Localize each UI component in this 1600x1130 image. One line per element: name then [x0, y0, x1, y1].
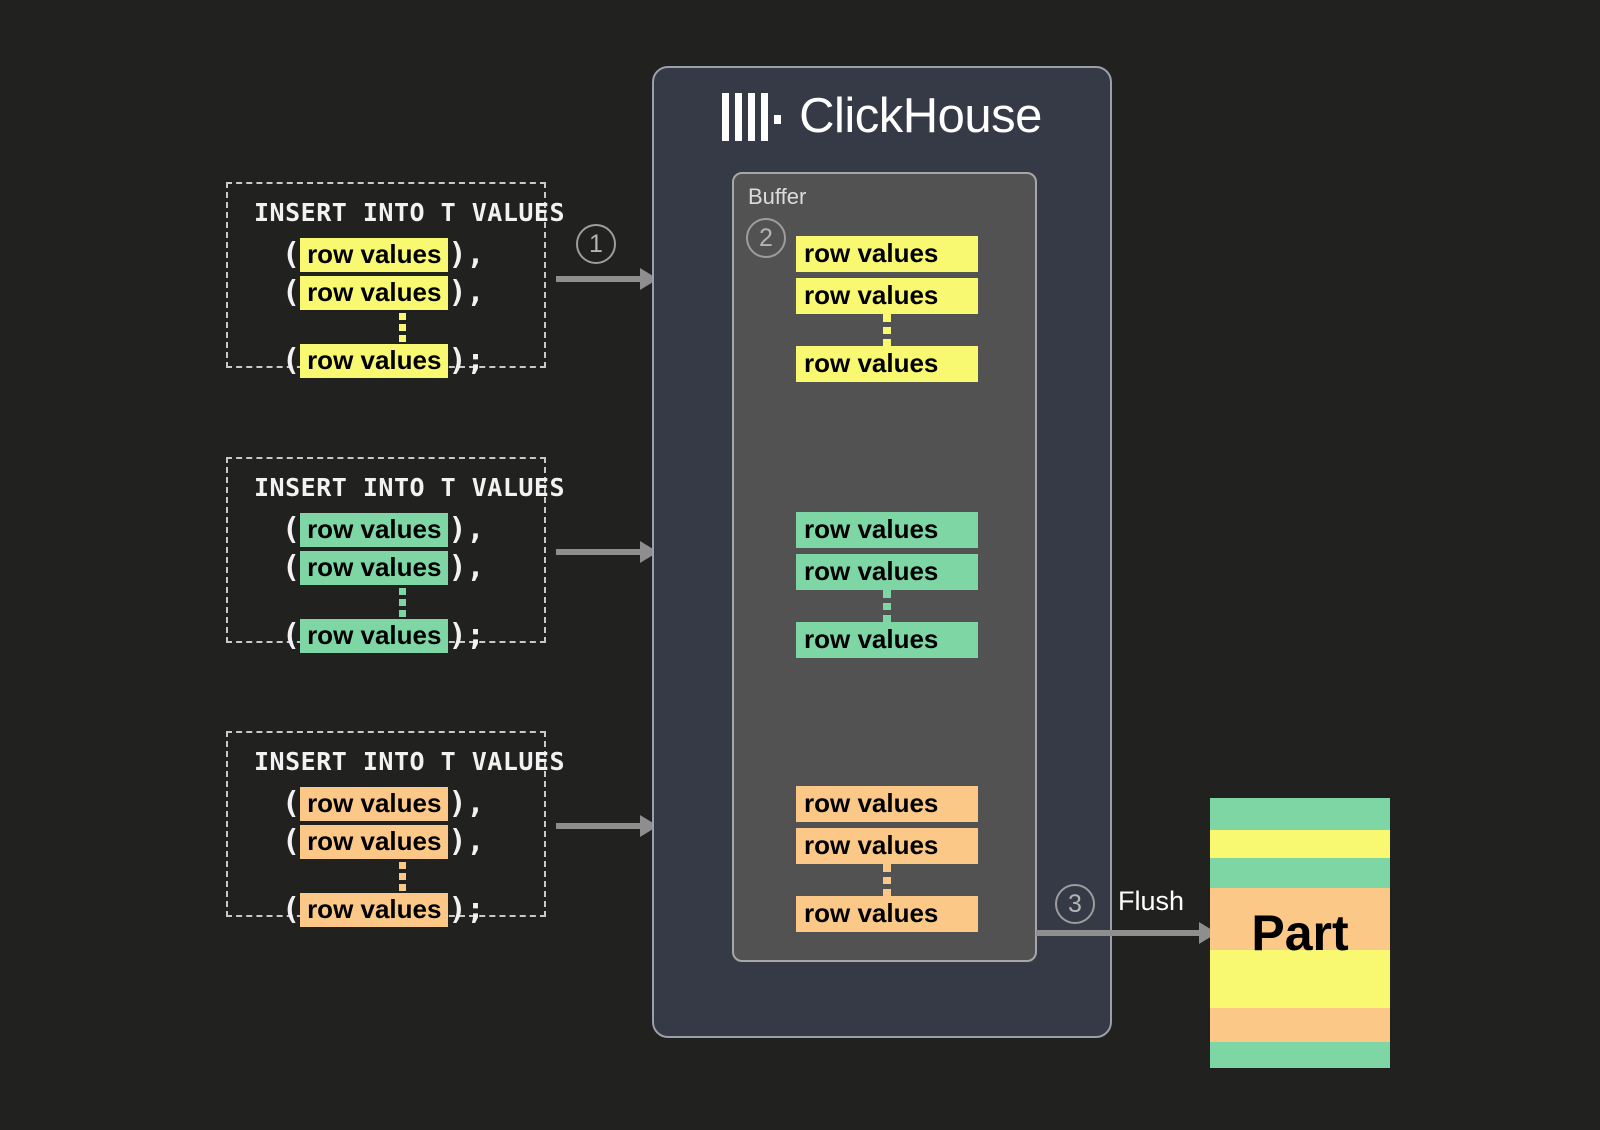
open-paren: (	[282, 550, 301, 585]
vertical-ellipsis-icon	[796, 590, 978, 623]
close-paren: ),	[448, 550, 485, 585]
vertical-ellipsis-icon	[282, 587, 522, 617]
insert-value-row: (row values);	[282, 891, 530, 929]
vertical-ellipsis-icon	[282, 861, 522, 891]
open-paren: (	[282, 786, 301, 821]
insert-statement-text: INSERT INTO T VALUES	[254, 198, 566, 227]
vertical-ellipsis-icon	[796, 314, 978, 347]
buffer-row-values-chip: row values	[796, 278, 978, 315]
buffer-label: Buffer	[748, 184, 807, 209]
row-values-chip: row values	[300, 237, 449, 273]
insert-value-row: (row values);	[282, 617, 530, 655]
arrow-insert-3	[556, 815, 658, 837]
part-stripes	[1210, 798, 1390, 1068]
open-paren: (	[282, 824, 301, 859]
open-paren: (	[282, 512, 301, 547]
step-1-number: 1	[589, 229, 603, 258]
part-stripe-2	[1210, 830, 1390, 858]
part-stripe-4	[1210, 888, 1390, 950]
buffer-row-values-chip: row values	[796, 622, 978, 659]
step-2-number: 2	[759, 223, 773, 252]
row-values-chip: row values	[300, 343, 449, 379]
step-3-badge: 3	[1055, 884, 1095, 924]
row-values-chip: row values	[300, 618, 449, 654]
buffer-row-values-chip: row values	[796, 512, 978, 549]
insert-value-row: (row values),	[282, 274, 530, 312]
buffer-row-values-chip: row values	[796, 554, 978, 591]
open-paren: (	[282, 237, 301, 272]
insert-value-row: (row values),	[282, 511, 530, 549]
buffer-group-2: row values row values row values	[796, 512, 996, 659]
row-values-chip: row values	[300, 512, 449, 548]
close-paren: );	[448, 343, 485, 378]
part-stripe-3	[1210, 858, 1390, 888]
close-paren: ),	[448, 786, 485, 821]
step-3-number: 3	[1068, 889, 1082, 918]
step-1-badge: 1	[576, 224, 616, 264]
buffer-row-values-chip: row values	[796, 786, 978, 823]
buffer-row-values-chip: row values	[796, 236, 978, 273]
close-paren: );	[448, 892, 485, 927]
row-values-chip: row values	[300, 892, 449, 928]
insert-statement-text: INSERT INTO T VALUES	[254, 473, 566, 502]
open-paren: (	[282, 343, 301, 378]
vertical-ellipsis-icon	[796, 864, 978, 897]
close-paren: );	[448, 618, 485, 653]
part-stripe-6	[1210, 1008, 1390, 1042]
clickhouse-logo: ClickHouse	[654, 92, 1110, 141]
open-paren: (	[282, 892, 301, 927]
part-stripe-1	[1210, 798, 1390, 830]
insert-value-row: (row values),	[282, 236, 530, 274]
buffer-group-1: row values row values row values	[796, 236, 996, 383]
step-2-badge: 2	[746, 218, 786, 258]
insert-statement-text: INSERT INTO T VALUES	[254, 747, 566, 776]
close-paren: ),	[448, 512, 485, 547]
row-values-chip: row values	[300, 786, 449, 822]
row-values-chip: row values	[300, 550, 449, 586]
part-block: Part	[1210, 798, 1390, 1068]
insert-statement-card-1[interactable]: INSERT INTO T VALUES(row values),(row va…	[226, 182, 566, 379]
insert-value-row: (row values),	[282, 785, 530, 823]
close-paren: ),	[448, 275, 485, 310]
buffer-row-values-chip: row values	[796, 896, 978, 933]
open-paren: (	[282, 275, 301, 310]
row-values-chip: row values	[300, 824, 449, 860]
insert-value-row: (row values),	[282, 549, 530, 587]
part-stripe-7	[1210, 1042, 1390, 1068]
buffer-row-values-chip: row values	[796, 346, 978, 383]
clickhouse-wordmark: ClickHouse	[799, 89, 1042, 143]
arrow-flush	[1036, 922, 1217, 944]
arrow-insert-1	[556, 268, 658, 290]
flush-label: Flush	[1118, 886, 1185, 916]
buffer-group-3: row values row values row values	[796, 786, 996, 933]
arrow-insert-2	[556, 541, 658, 563]
row-values-chip: row values	[300, 275, 449, 311]
insert-value-row: (row values);	[282, 342, 530, 380]
close-paren: ),	[448, 824, 485, 859]
insert-statement-card-3[interactable]: INSERT INTO T VALUES(row values),(row va…	[226, 731, 566, 928]
insert-statement-card-2[interactable]: INSERT INTO T VALUES(row values),(row va…	[226, 457, 566, 654]
open-paren: (	[282, 618, 301, 653]
buffer-row-values-chip: row values	[796, 828, 978, 865]
clickhouse-bars-icon	[722, 92, 782, 141]
insert-value-row: (row values),	[282, 823, 530, 861]
vertical-ellipsis-icon	[282, 312, 522, 342]
part-stripe-5	[1210, 950, 1390, 1008]
close-paren: ),	[448, 237, 485, 272]
